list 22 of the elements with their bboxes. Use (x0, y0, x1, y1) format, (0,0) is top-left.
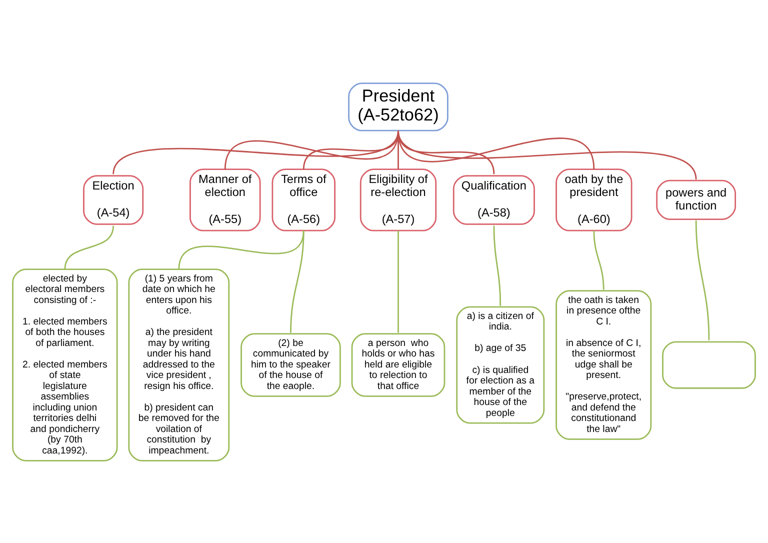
connector (64, 225, 114, 269)
node-box: Manner of election (A-55) (190, 168, 261, 231)
node-box: Election (A-54) (83, 174, 144, 224)
connector (398, 130, 697, 180)
node-box: Terms of office (A-56) (272, 168, 336, 231)
node-box: Qualification (A-58) (452, 174, 535, 224)
node-box: powers and function (656, 179, 736, 220)
connector (493, 225, 502, 306)
connector (695, 220, 710, 340)
connector (593, 230, 604, 290)
node-box: oath by the president (A-60) (556, 168, 632, 231)
node-box: a) is a citizen of india. b) age of 35 c) is qualified for election as a member of the house of the people (456, 306, 545, 424)
node-box: (2) be communicated by him to the speaker of the house of the eaople. (240, 332, 341, 396)
node-box: the oath is taken in presence ofthe C I. in absence of C I, the seniormost udge shall be present. "preserve,protect, and defend the constitutionand the law" (556, 290, 652, 440)
node-box: Eligibility of re-election (A-57) (360, 168, 437, 231)
node-box (662, 340, 756, 388)
node-box: (1) 5 years from date on which he enters upon his office. a) the president may by writing under his hand addressed to the vice president , resign his office. b) president can be removed for the voilation of constitution by impeachment. (128, 268, 230, 461)
connector (290, 230, 304, 332)
node-box: a person who holds or who has held are eligible to relection to that office (351, 332, 446, 396)
node-box: President (A-52to62) (348, 82, 448, 131)
connector (398, 230, 399, 332)
node-box: elected by electoral members consisting of :- 1. elected members of both the houses of parliament. 2. elected members of state legislature assemblies including union territories delhi and pondicherry (by 70th caa,1992). (12, 268, 118, 461)
